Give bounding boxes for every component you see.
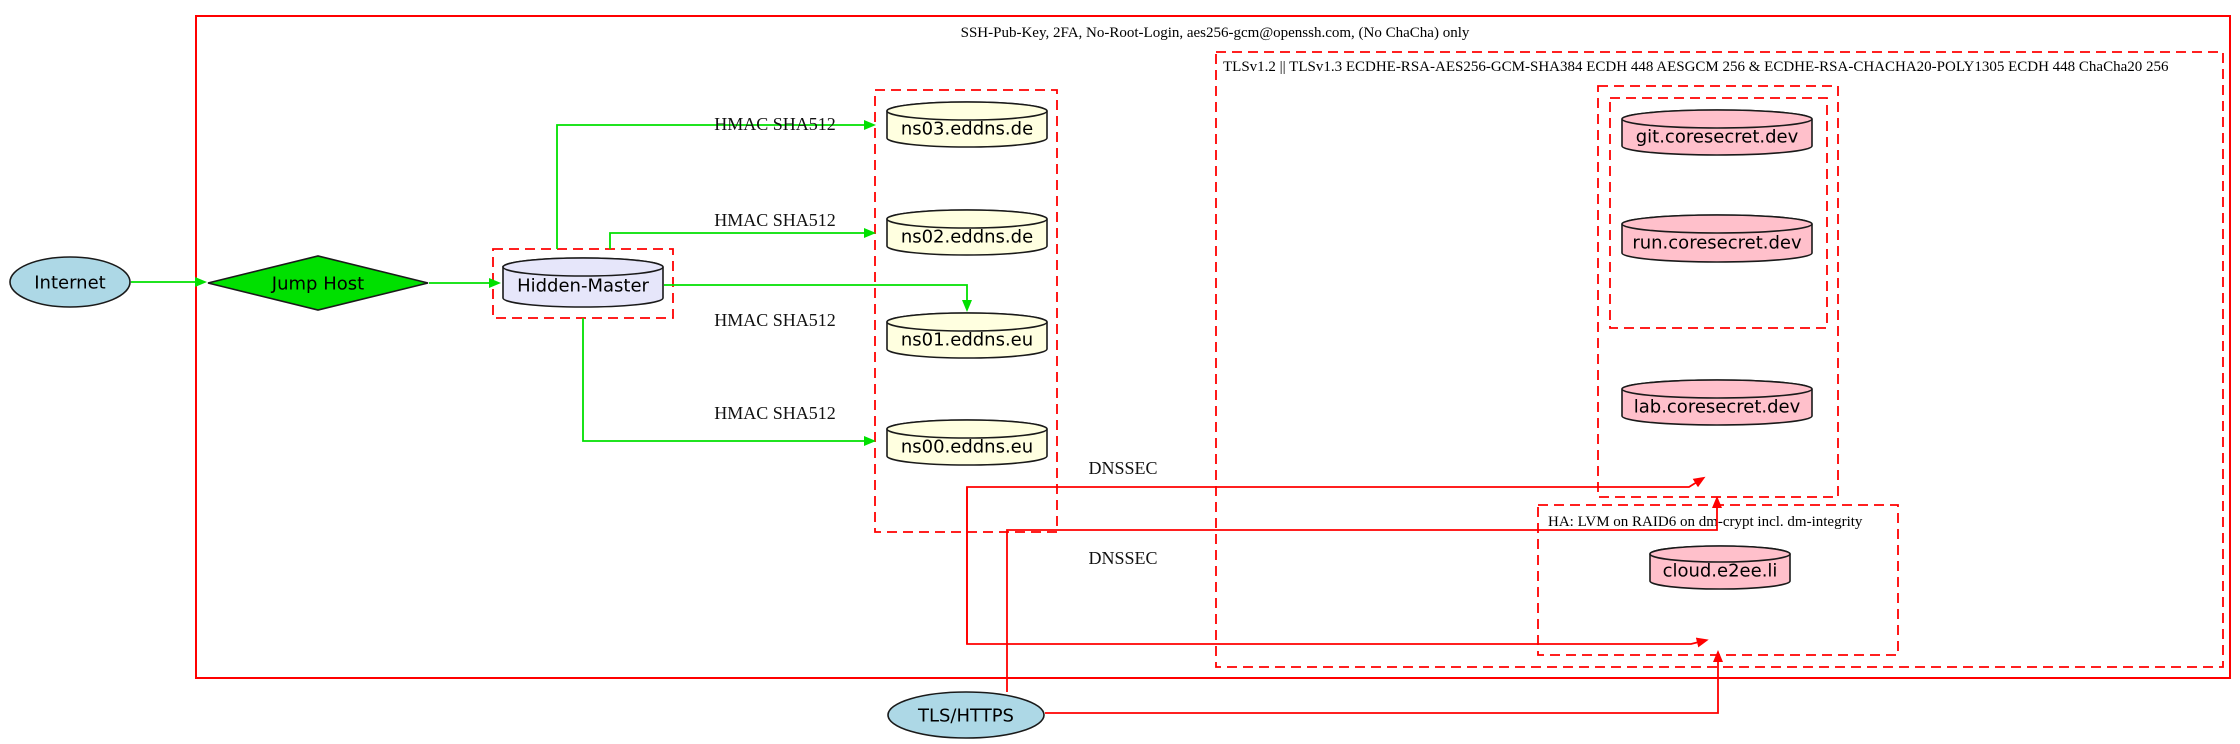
edge-dnssec-coresecret-up <box>966 476 1706 644</box>
edge-tlshttps-coresecret <box>1006 496 1722 692</box>
ssh-cluster-box <box>195 15 2231 679</box>
git-label: git.coresecret.dev <box>1636 127 1799 148</box>
ns00-label: ns00.eddns.eu <box>901 437 1033 458</box>
jump-host-diamond <box>207 255 429 311</box>
internet-ellipse <box>9 256 131 308</box>
edge-hiddenmaster-ns02 <box>609 228 876 249</box>
edge-hiddenmaster-ns03 <box>556 120 876 249</box>
hidden-master-cylinder-lid <box>502 257 664 277</box>
hmac-label-ns02: HMAC SHA512 <box>714 210 836 230</box>
node-lab: lab.coresecret.dev <box>1621 379 1813 426</box>
node-git: git.coresecret.dev <box>1621 109 1813 156</box>
tls-https-ellipse <box>887 691 1045 739</box>
ns00-cylinder-lid <box>886 419 1048 439</box>
cloud-cylinder-lid <box>1649 545 1791 563</box>
node-cloud: cloud.e2ee.li <box>1649 545 1791 590</box>
tls-https-label: TLS/HTTPS <box>917 706 1014 727</box>
hidden-master-label: Hidden-Master <box>517 276 649 297</box>
ns01-label: ns01.eddns.eu <box>901 330 1033 351</box>
node-run: run.coresecret.dev <box>1621 214 1813 263</box>
tls-edges <box>966 476 1723 714</box>
ns03-cylinder-lid <box>886 101 1048 121</box>
node-ns00: ns00.eddns.eu <box>886 419 1048 466</box>
secure-edges <box>131 120 972 446</box>
edge-dnssec-ha-right <box>966 487 1709 648</box>
edge-hiddenmaster-ns01 <box>664 284 972 312</box>
edge-tlshttps-ha <box>1045 650 1723 714</box>
node-jump-host: Jump Host <box>207 255 429 311</box>
nameserver-cluster-box <box>874 89 1058 533</box>
node-ns01: ns01.eddns.eu <box>886 312 1048 359</box>
cloud-label: cloud.e2ee.li <box>1663 561 1778 582</box>
lab-label: lab.coresecret.dev <box>1634 397 1801 418</box>
node-tls-https: TLS/HTTPS <box>887 691 1045 739</box>
ns02-cylinder-lid <box>886 209 1048 229</box>
tls-cluster-box <box>1215 51 2224 668</box>
ns01-cylinder-lid <box>886 312 1048 332</box>
lab-cylinder-lid <box>1621 379 1813 399</box>
ns02-label: ns02.eddns.de <box>901 227 1033 248</box>
ns03-label: ns03.eddns.de <box>901 119 1033 140</box>
dnssec-label-bottom: DNSSEC <box>1088 548 1157 568</box>
edge-labels: HMAC SHA512 HMAC SHA512 HMAC SHA512 HMAC… <box>714 114 1157 568</box>
ha-cluster-label: HA: LVM on RAID6 on dm-crypt incl. dm-in… <box>1548 514 1863 530</box>
tls-cluster-label: TLSv1.2 || TLSv1.3 ECDHE-RSA-AES256-GCM-… <box>1223 59 2169 75</box>
node-hidden-master: Hidden-Master <box>502 257 664 308</box>
node-internet: Internet <box>9 256 131 308</box>
run-cylinder-lid <box>1621 214 1813 234</box>
jump-host-label: Jump Host <box>271 274 364 295</box>
ssh-cluster-label: SSH-Pub-Key, 2FA, No-Root-Login, aes256-… <box>961 25 1470 41</box>
run-label: run.coresecret.dev <box>1632 233 1802 254</box>
git-cylinder-lid <box>1621 109 1813 129</box>
node-ns02: ns02.eddns.de <box>886 209 1048 256</box>
internet-label: Internet <box>34 273 105 294</box>
edge-hiddenmaster-ns00 <box>582 318 876 446</box>
hmac-label-ns03: HMAC SHA512 <box>714 114 836 134</box>
node-ns03: ns03.eddns.de <box>886 101 1048 148</box>
hmac-label-ns01: HMAC SHA512 <box>714 310 836 330</box>
hmac-label-ns00: HMAC SHA512 <box>714 403 836 423</box>
dnssec-label-top: DNSSEC <box>1088 458 1157 478</box>
